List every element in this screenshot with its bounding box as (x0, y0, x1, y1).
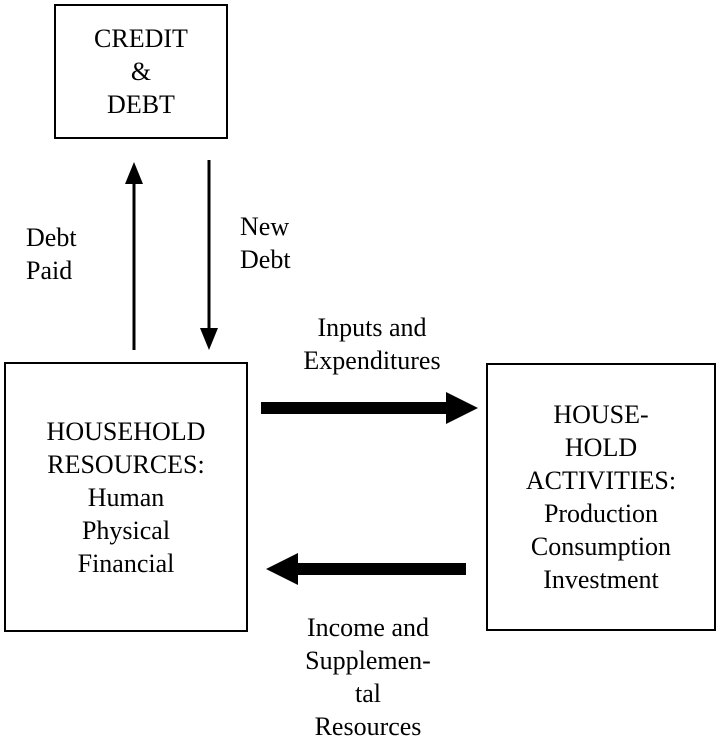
activities-line-5: Consumption (530, 532, 672, 561)
income-line-2: Supplemen- (305, 646, 431, 675)
new-debt-line-2: Debt (240, 245, 291, 274)
debt-paid-line-1: Debt (26, 223, 77, 252)
income-line-4: Resources (314, 712, 422, 741)
resources-line-3: Human (87, 482, 165, 512)
debt-paid-label: Debt Paid (26, 221, 77, 287)
household-activities-box: HOUSE- HOLD ACTIVITIES: Production Consu… (486, 363, 716, 631)
activities-line-2: HOLD (564, 433, 638, 462)
resources-line-2: RESOURCES: (47, 449, 205, 479)
activities-line-6: Investment (543, 565, 659, 594)
inputs-expenditures-label: Inputs and Expenditures (272, 311, 472, 377)
resources-line-5: Financial (77, 548, 175, 578)
new-debt-arrow (200, 160, 218, 350)
credit-line-3: DEBT (107, 90, 175, 119)
resources-line-4: Physical (81, 515, 171, 545)
debt-paid-arrow (125, 162, 143, 350)
credit-line-1: CREDIT (94, 24, 188, 53)
income-line-1: Income and (306, 613, 429, 642)
debt-paid-line-2: Paid (26, 256, 73, 285)
inputs-line-2: Expenditures (303, 346, 441, 375)
new-debt-label: New Debt (240, 210, 291, 276)
household-resources-box: HOUSEHOLD RESOURCES: Human Physical Fina… (4, 362, 248, 632)
activities-line-4: Production (543, 499, 659, 528)
income-resources-label: Income and Supplemen- tal Resources (268, 611, 468, 743)
new-debt-line-1: New (240, 212, 290, 241)
income-resources-arrow (266, 553, 466, 585)
activities-line-3: ACTIVITIES: (525, 466, 677, 495)
income-line-3: tal (355, 679, 381, 708)
credit-line-2: & (130, 57, 152, 86)
activities-line-1: HOUSE- (553, 400, 649, 429)
credit-debt-box: CREDIT & DEBT (54, 4, 228, 139)
inputs-expenditures-arrow (261, 392, 478, 424)
inputs-line-1: Inputs and (317, 313, 427, 342)
resources-line-1: HOUSEHOLD (46, 416, 206, 446)
